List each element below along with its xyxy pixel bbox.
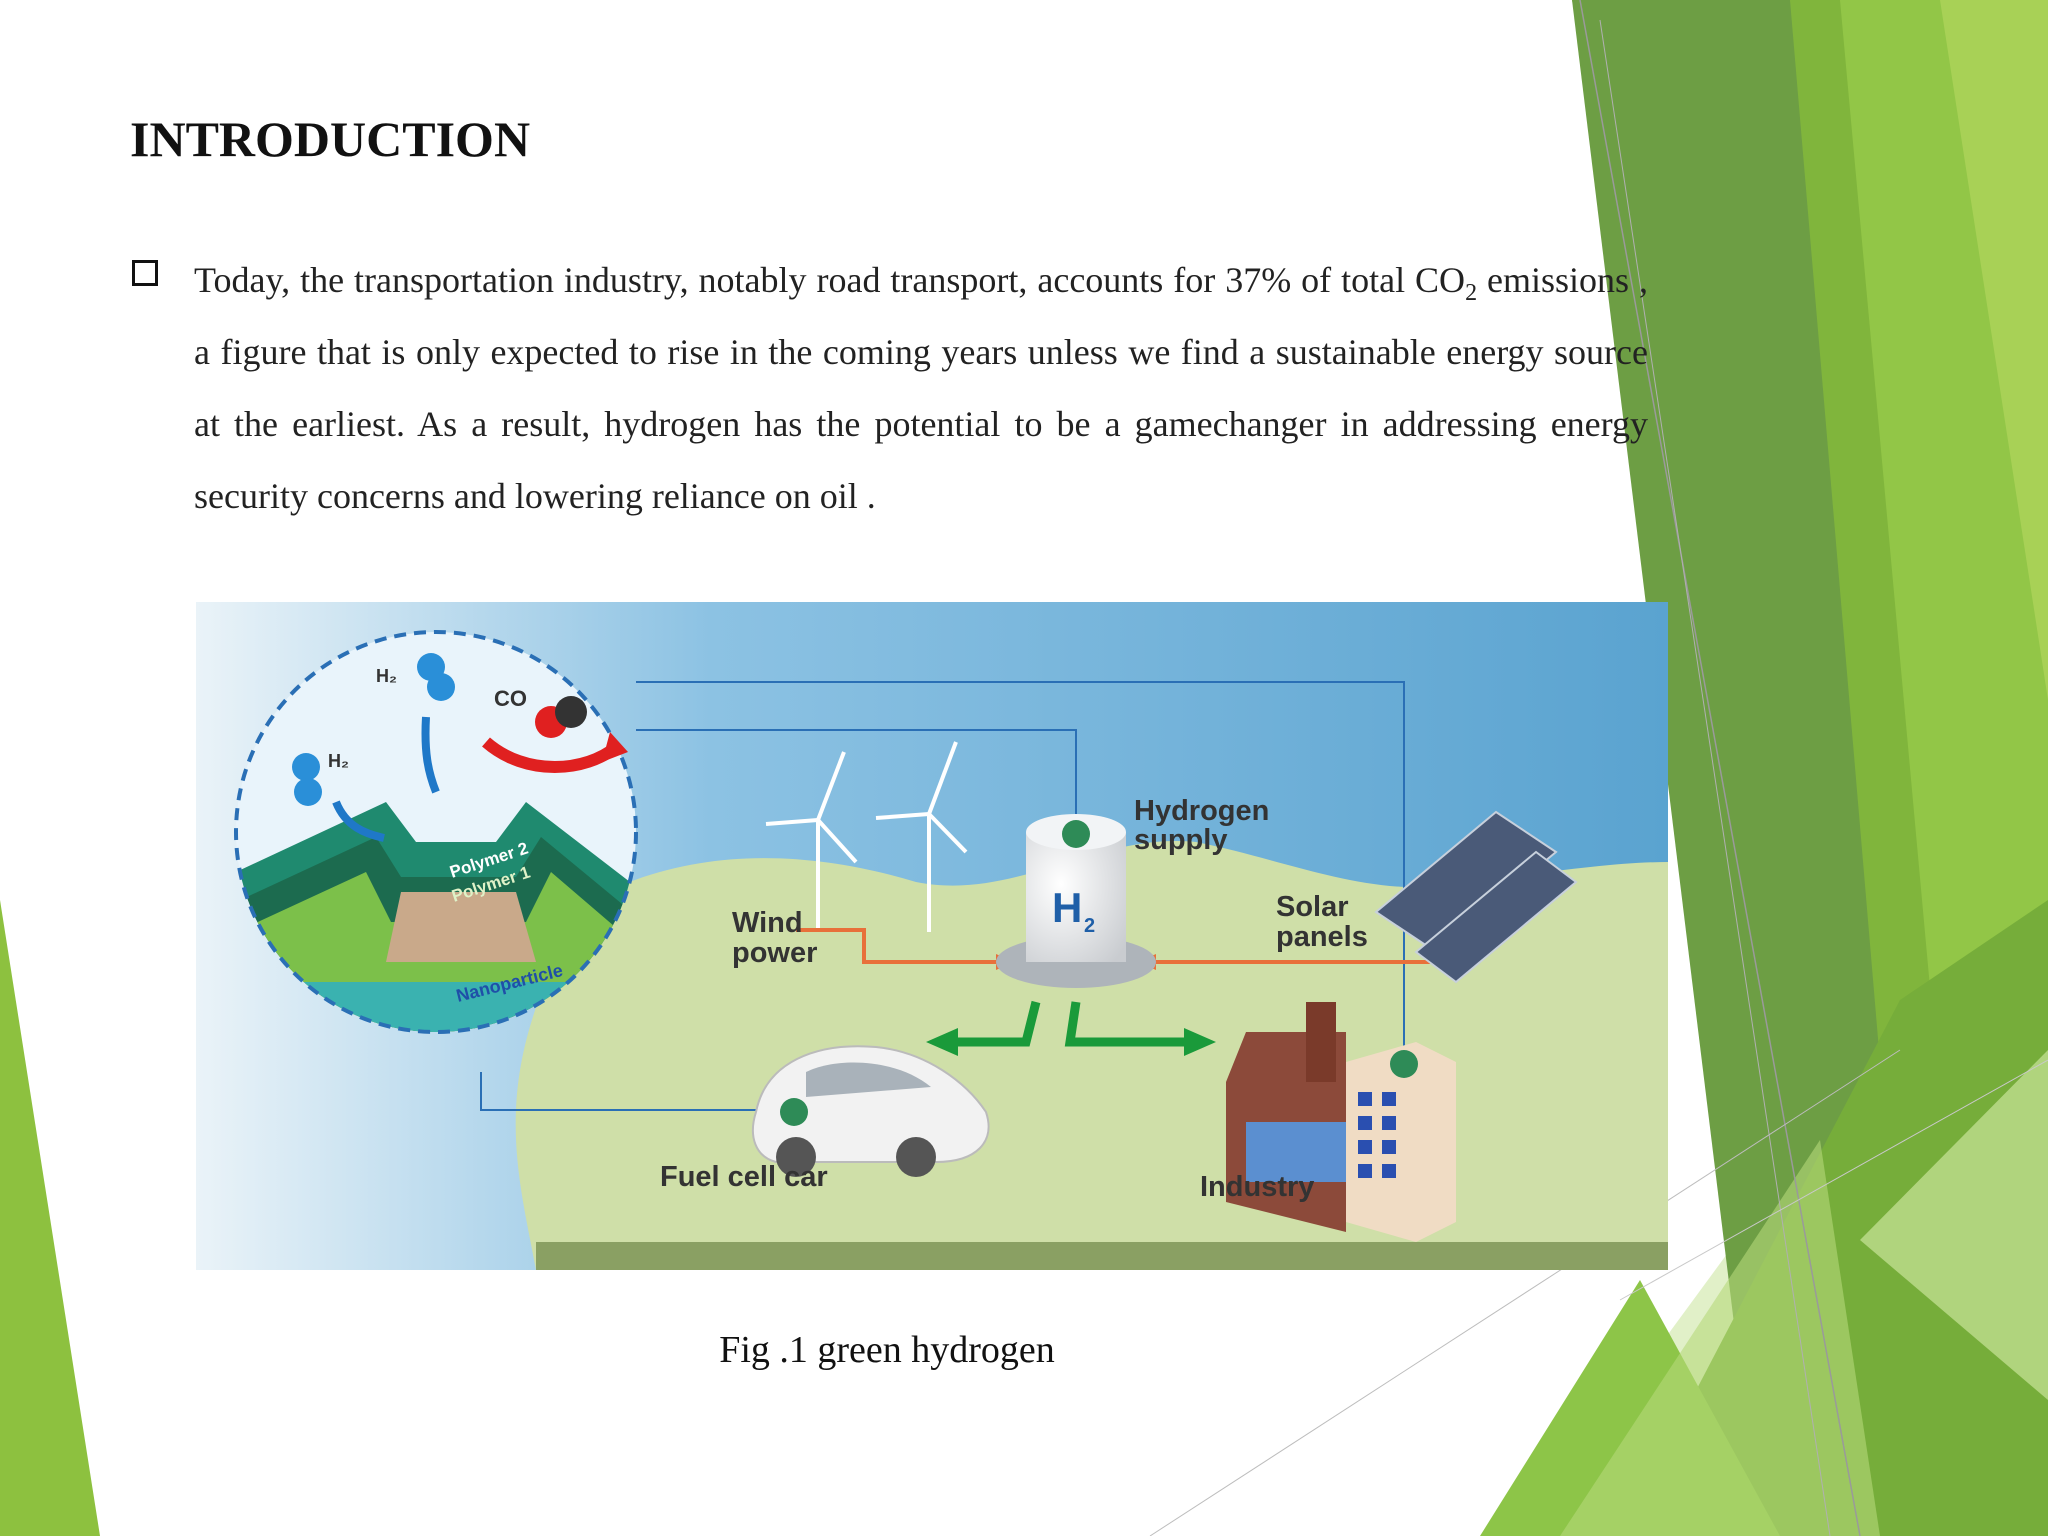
paragraph-text-part-1: Today, the transportation industry, nota…: [194, 260, 1466, 300]
tank-to-car-arrow: [956, 1000, 1041, 1047]
fuel-cell-car-icon: [751, 1045, 990, 1177]
wind-to-tank-arrow: [796, 928, 996, 964]
figure-caption: Fig .1 green hydrogen: [719, 1329, 1055, 1371]
green-hydrogen-figure: H 2: [196, 602, 1668, 1270]
hydrogen-tank-icon: H 2: [996, 814, 1156, 988]
wind-power-label-line-2: power: [732, 937, 817, 969]
wind-turbine-icons: [765, 741, 968, 932]
co-label: CO: [494, 686, 527, 711]
tank-h-label: H: [1052, 884, 1082, 931]
industry-building-icon: [1226, 1002, 1456, 1242]
slide-title: INTRODUCTION: [130, 111, 531, 167]
tank-to-industry-arrow: [1064, 1001, 1186, 1047]
solar-panels-icon: [1374, 810, 1578, 984]
solar-panels-label-line-2: panels: [1276, 921, 1368, 953]
paragraph-subscript: 2: [1465, 280, 1478, 307]
hydrogen-supply-label-line-2: supply: [1134, 824, 1227, 856]
tank-subscript-label: 2: [1084, 915, 1095, 937]
h2-label-left: H₂: [328, 751, 349, 771]
paragraph-text-part-2: emissions , a figure that is only expect…: [194, 260, 1648, 516]
ground-strip: [536, 1242, 1668, 1270]
h2-label-top: H₂: [376, 666, 397, 686]
industry-label: Industry: [1200, 1171, 1314, 1203]
hydrogen-supply-label-line-1: Hydrogen: [1134, 795, 1269, 827]
wind-power-label-line-1: Wind: [732, 907, 803, 939]
fuel-cell-car-label: Fuel cell car: [660, 1161, 828, 1193]
checkbox-bullet-icon: [132, 260, 158, 286]
intro-paragraph: Today, the transportation industry, nota…: [194, 244, 1648, 532]
solar-panels-label-line-1: Solar: [1276, 891, 1349, 923]
